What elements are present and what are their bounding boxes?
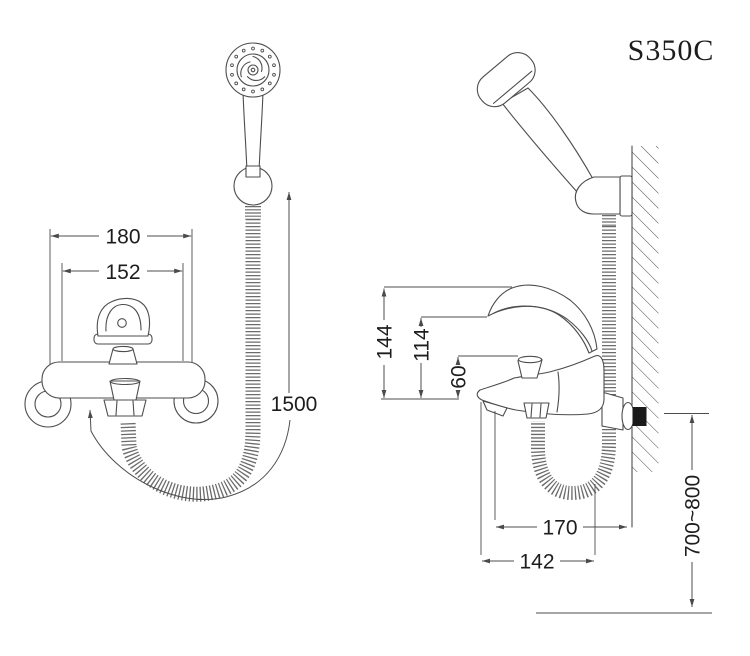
front-view-drawing: 180 152 1500 bbox=[24, 42, 318, 502]
dim-170-label: 170 bbox=[542, 517, 577, 540]
body-seam bbox=[556, 371, 560, 413]
mixer-body-side bbox=[476, 284, 647, 431]
dim-1500: 1500 bbox=[87, 192, 318, 501]
side-view-drawing: 144 114 60 170 142 bbox=[374, 52, 712, 614]
dim-142-label: 142 bbox=[519, 551, 554, 574]
spray-holes-ring bbox=[230, 46, 276, 94]
handle-screw bbox=[117, 318, 127, 328]
dim-60-label: 60 bbox=[448, 365, 471, 388]
dim-152-label: 152 bbox=[105, 261, 140, 284]
wall-union bbox=[601, 391, 624, 431]
model-number: S350C bbox=[628, 34, 715, 67]
union-flange bbox=[621, 401, 635, 431]
shower-hose-side bbox=[530, 226, 617, 501]
shower-handle-front bbox=[242, 91, 264, 173]
dim-170: 170 bbox=[494, 411, 627, 540]
hose-union-nut-side bbox=[523, 402, 550, 419]
shower-head-face bbox=[225, 42, 281, 98]
dim-700-800-label: 700~800 bbox=[682, 475, 705, 557]
mixer-body-front bbox=[24, 297, 219, 428]
spray-swirl bbox=[240, 55, 266, 82]
shower-holder-side bbox=[574, 176, 621, 215]
dim-144: 144 bbox=[374, 286, 512, 398]
spout-outlet bbox=[482, 400, 508, 417]
dim-1500-label: 1500 bbox=[271, 393, 318, 416]
shower-head-side bbox=[476, 52, 536, 108]
dim-144-label: 144 bbox=[374, 324, 397, 359]
dim-install-height: 700~800 bbox=[536, 413, 712, 614]
dim-142: 142 bbox=[480, 402, 596, 574]
dim-60: 60 bbox=[448, 355, 518, 398]
dim-114: 114 bbox=[411, 316, 487, 398]
dim-180: 180 bbox=[49, 226, 193, 365]
wall-fitting-black bbox=[632, 407, 647, 426]
hand-shower-front bbox=[225, 42, 281, 219]
hand-shower-side bbox=[476, 52, 633, 226]
lever-handle-side bbox=[487, 284, 598, 354]
shower-handle-side bbox=[501, 87, 594, 194]
wall-section bbox=[631, 145, 659, 528]
shower-hose-front bbox=[120, 219, 261, 502]
hose-union-nut-front bbox=[103, 399, 147, 417]
dim-180-label: 180 bbox=[105, 226, 140, 249]
holder-wall-plate bbox=[619, 175, 633, 217]
lever-handle-front bbox=[96, 297, 151, 337]
dim-152: 152 bbox=[61, 261, 184, 361]
dim-114-label: 114 bbox=[411, 328, 434, 362]
